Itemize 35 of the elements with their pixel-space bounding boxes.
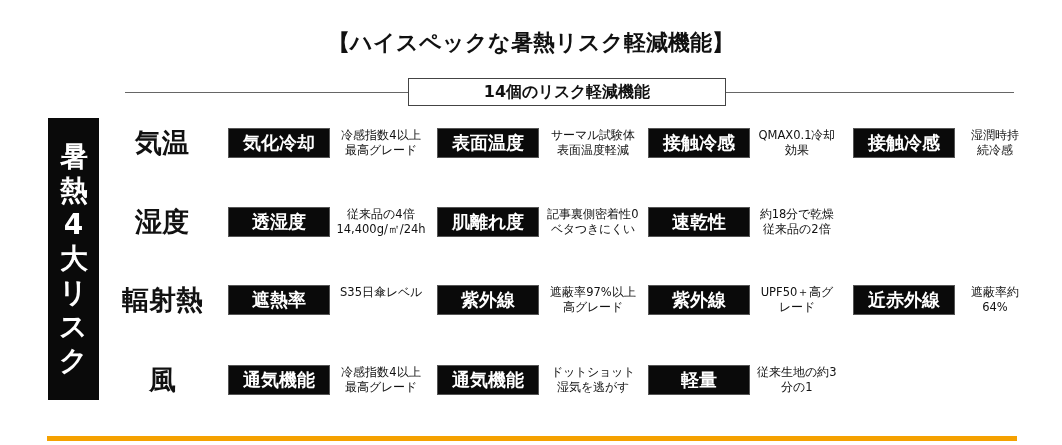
feature-box: 接触冷感 — [648, 128, 750, 158]
feature-box: 通気機能 — [437, 365, 539, 395]
feature-box: 近赤外線 — [853, 285, 955, 315]
description-text: 冷感指数4以上最高グレード — [340, 365, 422, 395]
feature-box: 速乾性 — [648, 207, 750, 237]
category-box: 暑熱4大リスク — [48, 118, 99, 400]
feature-box: 透湿度 — [228, 207, 330, 237]
feature-box: 通気機能 — [228, 365, 330, 395]
description-text: ドットショット湿気を逃がす — [550, 365, 636, 395]
description-text: 記事裏側密着性0ベタつきにくい — [547, 207, 639, 237]
feature-box: 軽量 — [648, 365, 750, 395]
row-label: 湿度 — [134, 205, 190, 239]
description-text: 湿潤時持続冷感 — [970, 128, 1020, 158]
title: 【ハイスペックな暑熱リスク軽減機能】 — [327, 29, 735, 57]
description-text: 約18分で乾燥従来品の2倍 — [758, 207, 836, 237]
feature-box: 接触冷感 — [853, 128, 955, 158]
row-label: 風 — [147, 363, 177, 397]
description-text: QMAX0.1冷却効果 — [757, 128, 837, 158]
feature-box: 遮熱率 — [228, 285, 330, 315]
heading-box: 14個のリスク軽減機能 — [408, 78, 726, 106]
description-text: 冷感指数4以上最高グレード — [340, 128, 422, 158]
feature-box: 紫外線 — [648, 285, 750, 315]
description-text: 従来品の4倍14,400g/㎡/24h — [336, 207, 426, 237]
description-text: UPF50＋高グレード — [759, 285, 835, 315]
description-text: 従来生地の約3分の1 — [756, 365, 838, 395]
feature-box: 紫外線 — [437, 285, 539, 315]
feature-box: 気化冷却 — [228, 128, 330, 158]
row-label: 気温 — [134, 126, 190, 160]
feature-box: 表面温度 — [437, 128, 539, 158]
description-text: S35日傘レベル — [339, 285, 423, 300]
description-text: 遮蔽率約64% — [970, 285, 1020, 315]
description-text: サーマル試験体表面温度軽減 — [550, 128, 636, 158]
description-text: 遮蔽率97%以上高グレード — [549, 285, 637, 315]
row-label: 輻射熱 — [120, 283, 204, 317]
feature-box: 肌離れ度 — [437, 207, 539, 237]
